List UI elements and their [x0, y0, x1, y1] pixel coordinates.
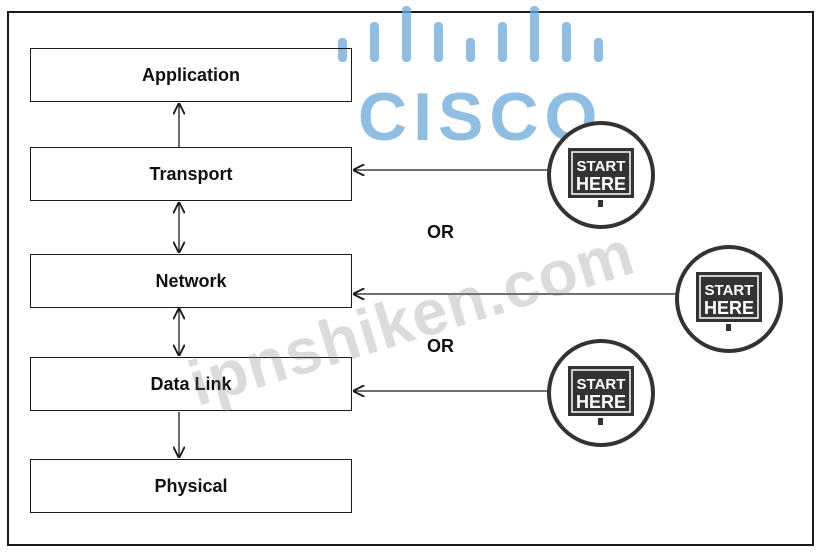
or-label-2: OR: [427, 336, 454, 356]
start-here-icon-datalink: START HERE: [547, 339, 655, 447]
sign-text-start: START: [577, 376, 626, 393]
layer-physical: Physical: [30, 459, 352, 513]
sign-text-here: HERE: [576, 174, 626, 194]
start-here-icon-transport: START HERE: [547, 121, 655, 229]
sign-text-start: START: [705, 282, 754, 299]
layer-network: Network: [30, 254, 352, 308]
sign-text-start: START: [577, 158, 626, 175]
cisco-logo-word: CISCO: [358, 79, 604, 155]
sign-text-here: HERE: [704, 298, 754, 318]
start-here-icon-network: START HERE: [675, 245, 783, 353]
or-label-1: OR: [427, 222, 454, 242]
sign-text-here: HERE: [576, 392, 626, 412]
layer-application: Application: [30, 48, 352, 102]
layer-data-link: Data Link: [30, 357, 352, 411]
layer-transport: Transport: [30, 147, 352, 201]
